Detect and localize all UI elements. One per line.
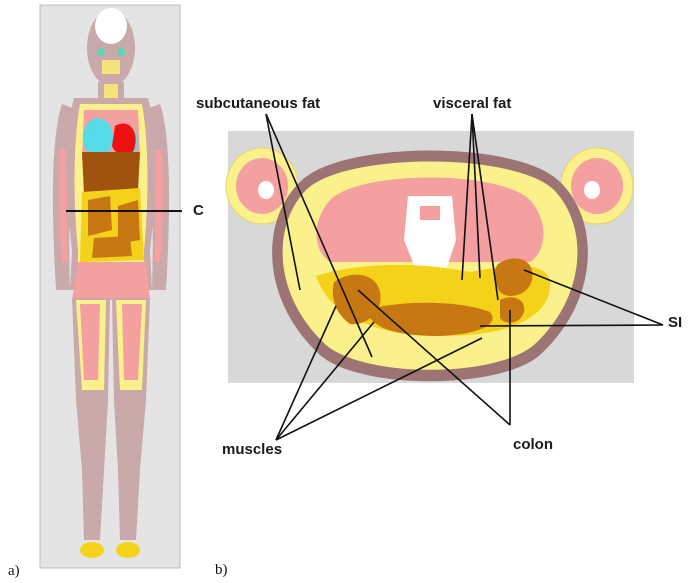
panel-a-label: a) <box>8 563 20 580</box>
left-foot <box>116 542 140 558</box>
liver <box>82 152 140 194</box>
panel-b-label: b) <box>215 562 228 579</box>
label-c: C <box>193 202 204 219</box>
label-muscles: muscles <box>222 441 282 458</box>
right-foot <box>80 542 104 558</box>
label-si: SI <box>668 314 682 331</box>
label-colon: colon <box>513 436 553 453</box>
heart <box>112 123 136 154</box>
label-visceral-fat: visceral fat <box>433 95 511 112</box>
label-subcutaneous-fat: subcutaneous fat <box>196 95 320 112</box>
panel-a-body-model <box>40 5 182 568</box>
pelvis <box>72 262 150 300</box>
panel-b-cross-section <box>226 131 634 383</box>
skull-top <box>95 8 127 44</box>
